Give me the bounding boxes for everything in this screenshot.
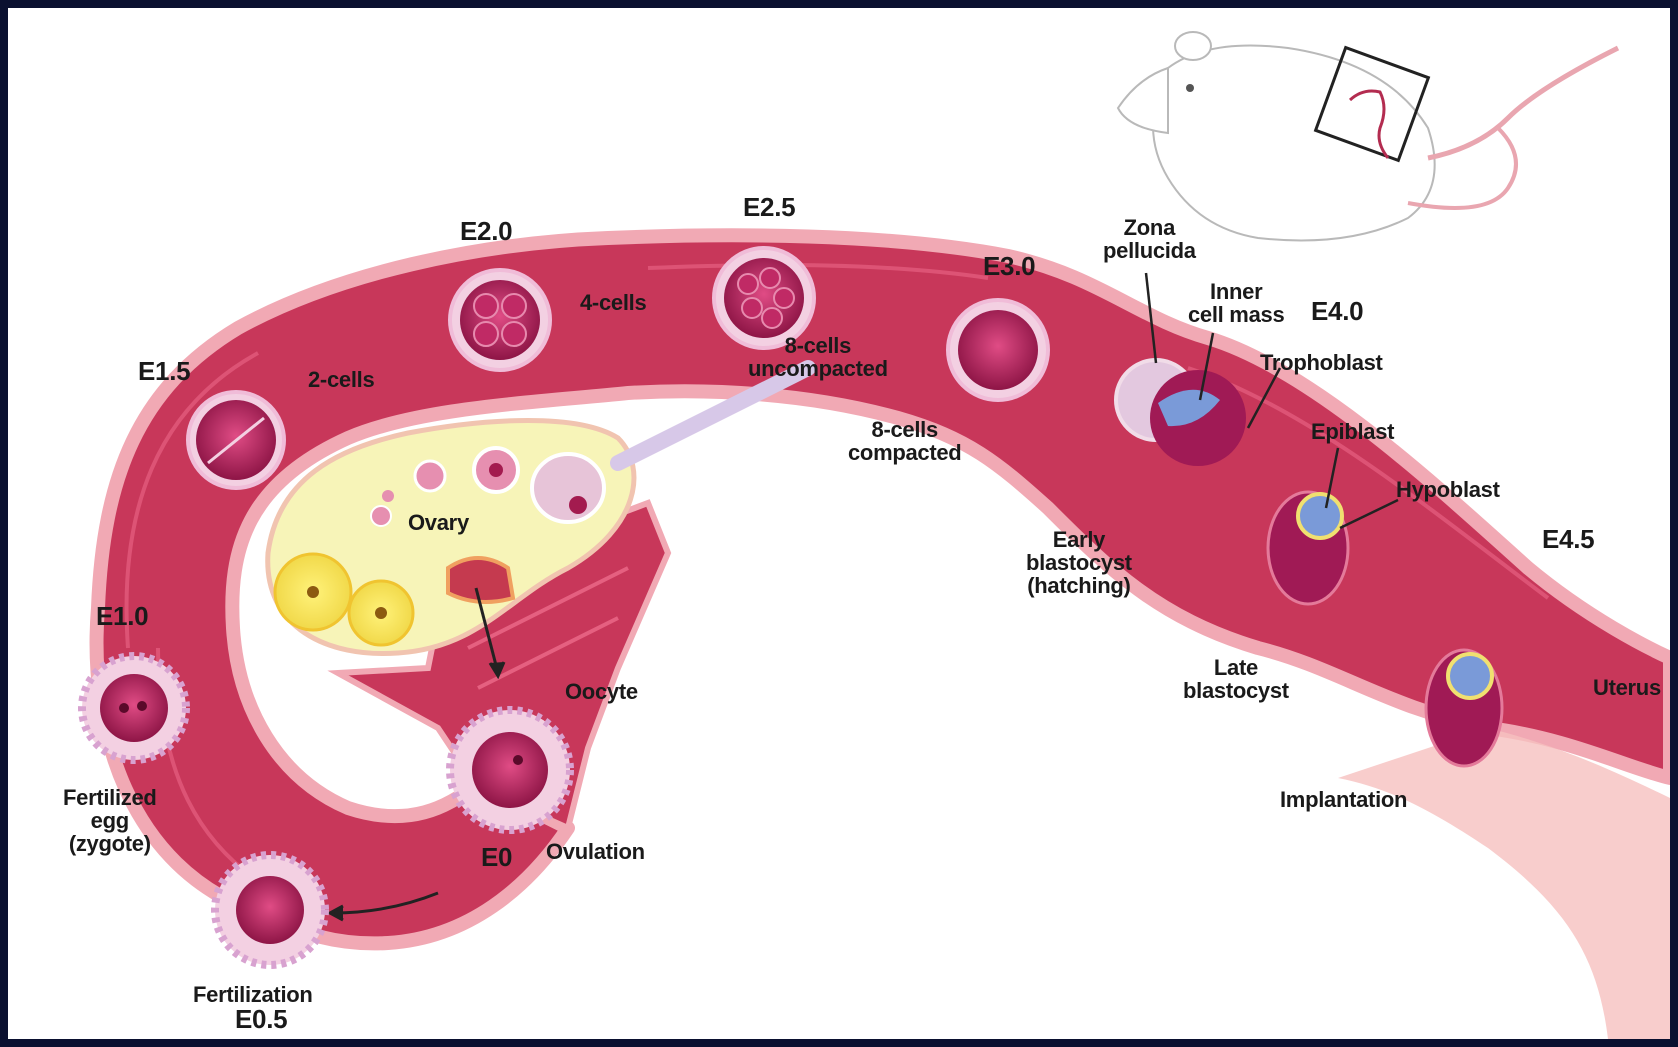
stage-label-e20: E2.0 xyxy=(460,218,512,245)
follicle xyxy=(275,554,351,630)
label-8-cells-uncompacted: 8-cells uncompacted xyxy=(748,334,888,380)
zygote-e05 xyxy=(215,855,325,965)
embryo-development-diagram xyxy=(8,8,1670,1039)
late-blastocyst xyxy=(1268,492,1348,604)
label-oocyte: Oocyte xyxy=(565,680,638,703)
label-implantation: Implantation xyxy=(1280,788,1407,811)
embryo-8-cells-compacted-e30 xyxy=(948,300,1048,400)
embryo-4-cells-e20 xyxy=(450,270,550,370)
label-ovulation: Ovulation xyxy=(546,840,645,863)
label-late-blastocyst: Late blastocyst xyxy=(1183,656,1289,702)
label-hypoblast: Hypoblast xyxy=(1396,478,1500,501)
stage-label-e30: E3.0 xyxy=(983,253,1035,280)
stage-label-e0: E0 xyxy=(481,844,512,871)
stage-label-e05: E0.5 xyxy=(235,1006,287,1033)
oocyte-e0 xyxy=(450,710,570,830)
mouse-illustration xyxy=(1118,32,1618,241)
stage-label-e10: E1.0 xyxy=(96,603,148,630)
embryo-2-cells-e15 xyxy=(188,392,284,488)
label-epiblast: Epiblast xyxy=(1311,420,1394,443)
label-4-cells: 4-cells xyxy=(580,291,646,314)
label-trophoblast: Trophoblast xyxy=(1260,351,1383,374)
label-fertilization: Fertilization xyxy=(193,983,313,1006)
label-fertilized-egg: Fertilized egg (zygote) xyxy=(63,786,157,855)
implanting-blastocyst xyxy=(1426,650,1502,766)
stage-label-e25: E2.5 xyxy=(743,194,795,221)
zygote-e10 xyxy=(82,656,186,760)
diagram-frame: E0 E0.5 E1.0 E1.5 E2.0 E2.5 E3.0 E4.0 E4… xyxy=(8,8,1670,1039)
label-inner-cell-mass: Inner cell mass xyxy=(1188,280,1284,326)
label-uterus: Uterus xyxy=(1593,676,1661,699)
label-ovary: Ovary xyxy=(408,511,469,534)
follicle xyxy=(349,581,413,645)
label-early-blastocyst: Early blastocyst (hatching) xyxy=(1026,528,1132,597)
label-8-cells-compacted: 8-cells compacted xyxy=(848,418,961,464)
stage-label-e40: E4.0 xyxy=(1311,298,1363,325)
stage-label-e15: E1.5 xyxy=(138,358,190,385)
label-zona-pellucida: Zona pellucida xyxy=(1103,216,1196,262)
stage-label-e45: E4.5 xyxy=(1542,526,1594,553)
label-2-cells: 2-cells xyxy=(308,368,374,391)
